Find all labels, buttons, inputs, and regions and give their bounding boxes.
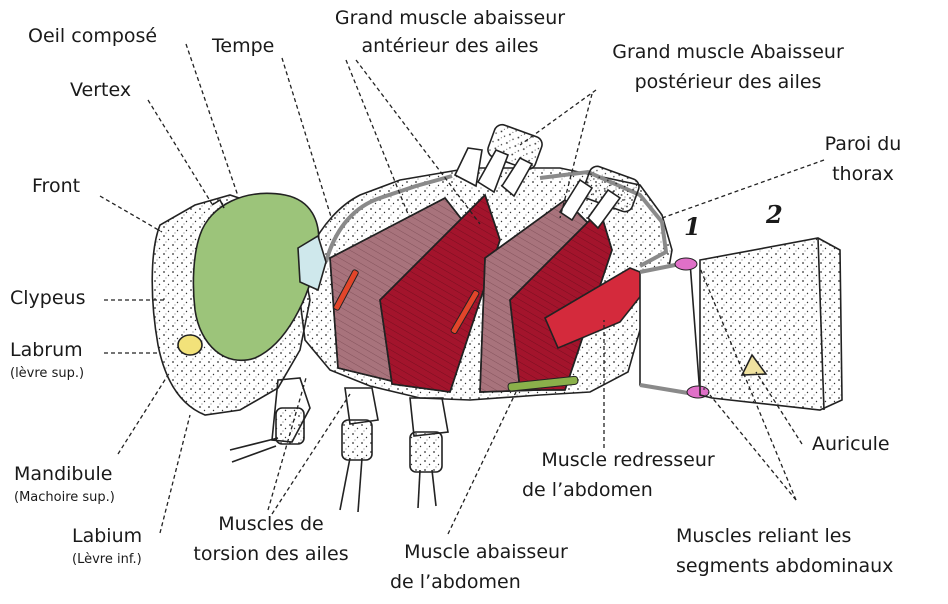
label-torsion: Muscles de torsion des ailes [178, 512, 364, 566]
label-abaisseur-line2: de l’abdomen [390, 571, 521, 593]
connecting-muscle-top [674, 257, 698, 271]
label-mandibule-note: (Machoire sup.) [14, 490, 115, 505]
label-grand-anterieur-line1: Grand muscle abaisseur [334, 7, 566, 29]
label-vertex: Vertex [70, 79, 132, 101]
temple [297, 234, 327, 292]
label-paroi-line2: thorax [832, 163, 894, 185]
thorax-wall [324, 174, 453, 263]
label-redresseur-line1: Muscle redresseur [541, 449, 715, 471]
legs [229, 377, 449, 513]
label-abaisseur-line1: Muscle abaisseur [404, 541, 568, 563]
label-front: Front [32, 175, 81, 197]
label-grand-posterieur-line1: Grand muscle Abaisseur [612, 41, 844, 63]
wing-muscles [329, 193, 657, 393]
compound-eye [192, 192, 320, 362]
label-redresseur: Muscle redresseur de l’abdomen [520, 448, 736, 502]
leader-lines [99, 43, 825, 535]
abdomen-lower-muscle [507, 375, 579, 392]
segment-number-2: 2 [766, 200, 783, 229]
label-mandibule: Mandibule [14, 463, 113, 485]
labrum-shape [177, 334, 203, 356]
label-oeil-compose: Oeil composé [28, 25, 158, 47]
label-auricule: Auricule [812, 433, 890, 455]
label-grand-posterieur-line2: postérieur des ailes [634, 71, 822, 93]
label-paroi-thorax: Paroi du thorax [808, 132, 918, 186]
label-torsion-line2: torsion des ailes [193, 543, 349, 565]
abdomen-raiser-muscle [543, 267, 657, 350]
label-reliant: Muscles reliant les segments abdominaux [676, 524, 893, 578]
label-labium: Labium [72, 525, 143, 547]
tendon-2 [450, 289, 480, 335]
label-grand-posterieur: Grand muscle Abaisseur postérieur des ai… [584, 40, 872, 94]
label-paroi-line1: Paroi du [824, 133, 902, 155]
abdomen [639, 237, 843, 411]
auricle-shape [740, 353, 768, 376]
label-abaisseur-abdomen: Muscle abaisseur de l’abdomen [386, 540, 586, 594]
tendon-1 [333, 269, 359, 311]
wing-bases [453, 123, 640, 230]
label-torsion-line1: Muscles de [218, 513, 324, 535]
segment-number-1: 1 [684, 212, 701, 241]
label-labium-note: (Lèvre inf.) [72, 552, 142, 567]
abdominal-segment-2 [699, 237, 843, 411]
label-redresseur-line2: de l’abdomen [522, 479, 653, 501]
label-reliant-line2: segments abdominaux [676, 555, 894, 577]
label-clypeus: Clypeus [10, 287, 86, 309]
head [151, 192, 327, 416]
label-labrum: Labrum [10, 339, 83, 361]
label-tempe: Tempe [212, 35, 275, 57]
label-labrum-note: (lèvre sup.) [10, 366, 85, 381]
label-grand-anterieur-line2: antérieur des ailes [361, 35, 539, 57]
label-grand-anterieur: Grand muscle abaisseur antérieur des ail… [306, 6, 594, 58]
label-reliant-line1: Muscles reliant les [676, 525, 852, 547]
